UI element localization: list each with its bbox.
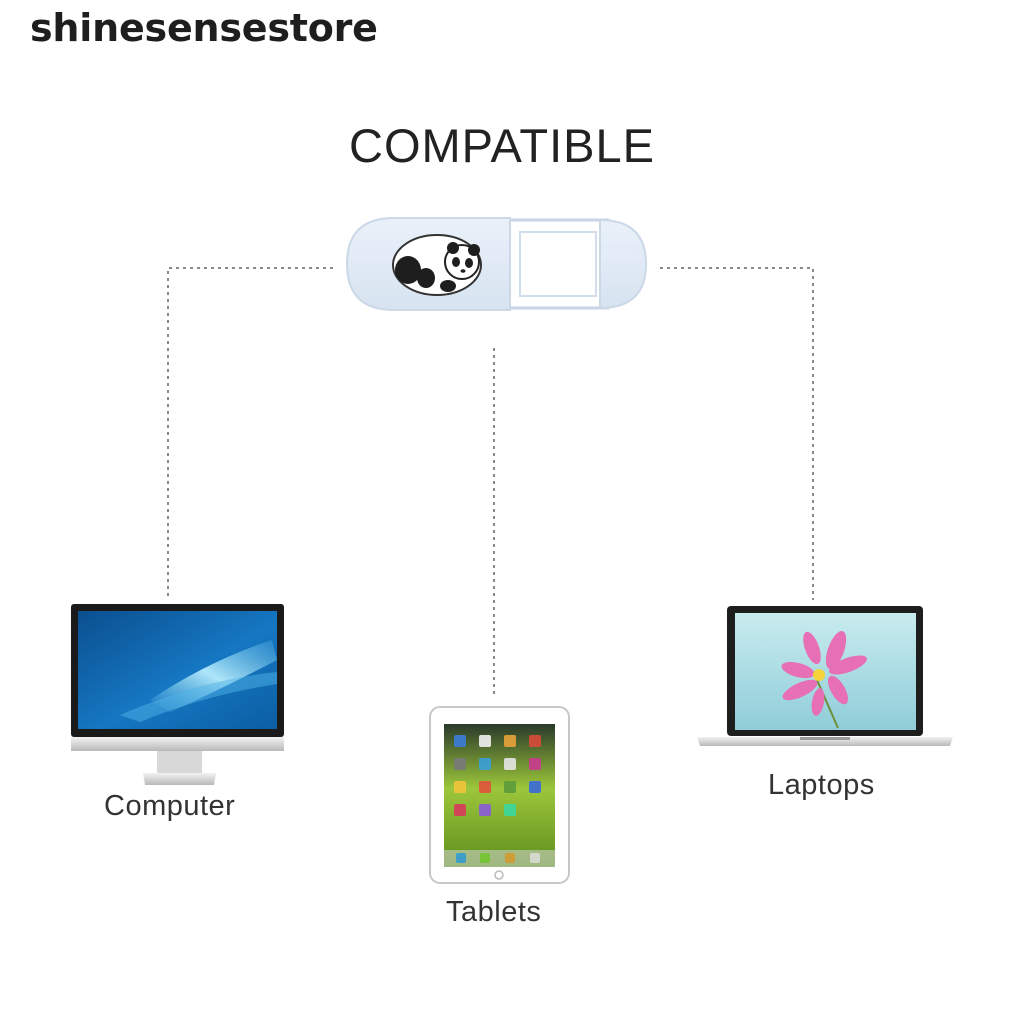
page-title: COMPATIBLE bbox=[349, 119, 655, 172]
laptop-icon bbox=[697, 606, 953, 746]
laptops-label: Laptops bbox=[768, 769, 875, 801]
computer-monitor-icon bbox=[71, 604, 284, 785]
panda-sticker-icon bbox=[392, 234, 482, 296]
connector-computer bbox=[167, 267, 333, 598]
store-name: shinesensestore bbox=[30, 6, 378, 50]
tablet-app-grid-icon bbox=[444, 735, 555, 867]
connector-laptops bbox=[660, 267, 814, 600]
flower-icon bbox=[781, 631, 867, 729]
connector-lines bbox=[167, 267, 814, 696]
webcam-cover bbox=[345, 217, 648, 311]
tablet-icon bbox=[429, 706, 570, 884]
tablets-label: Tablets bbox=[446, 896, 542, 928]
computer-label: Computer bbox=[104, 790, 236, 822]
